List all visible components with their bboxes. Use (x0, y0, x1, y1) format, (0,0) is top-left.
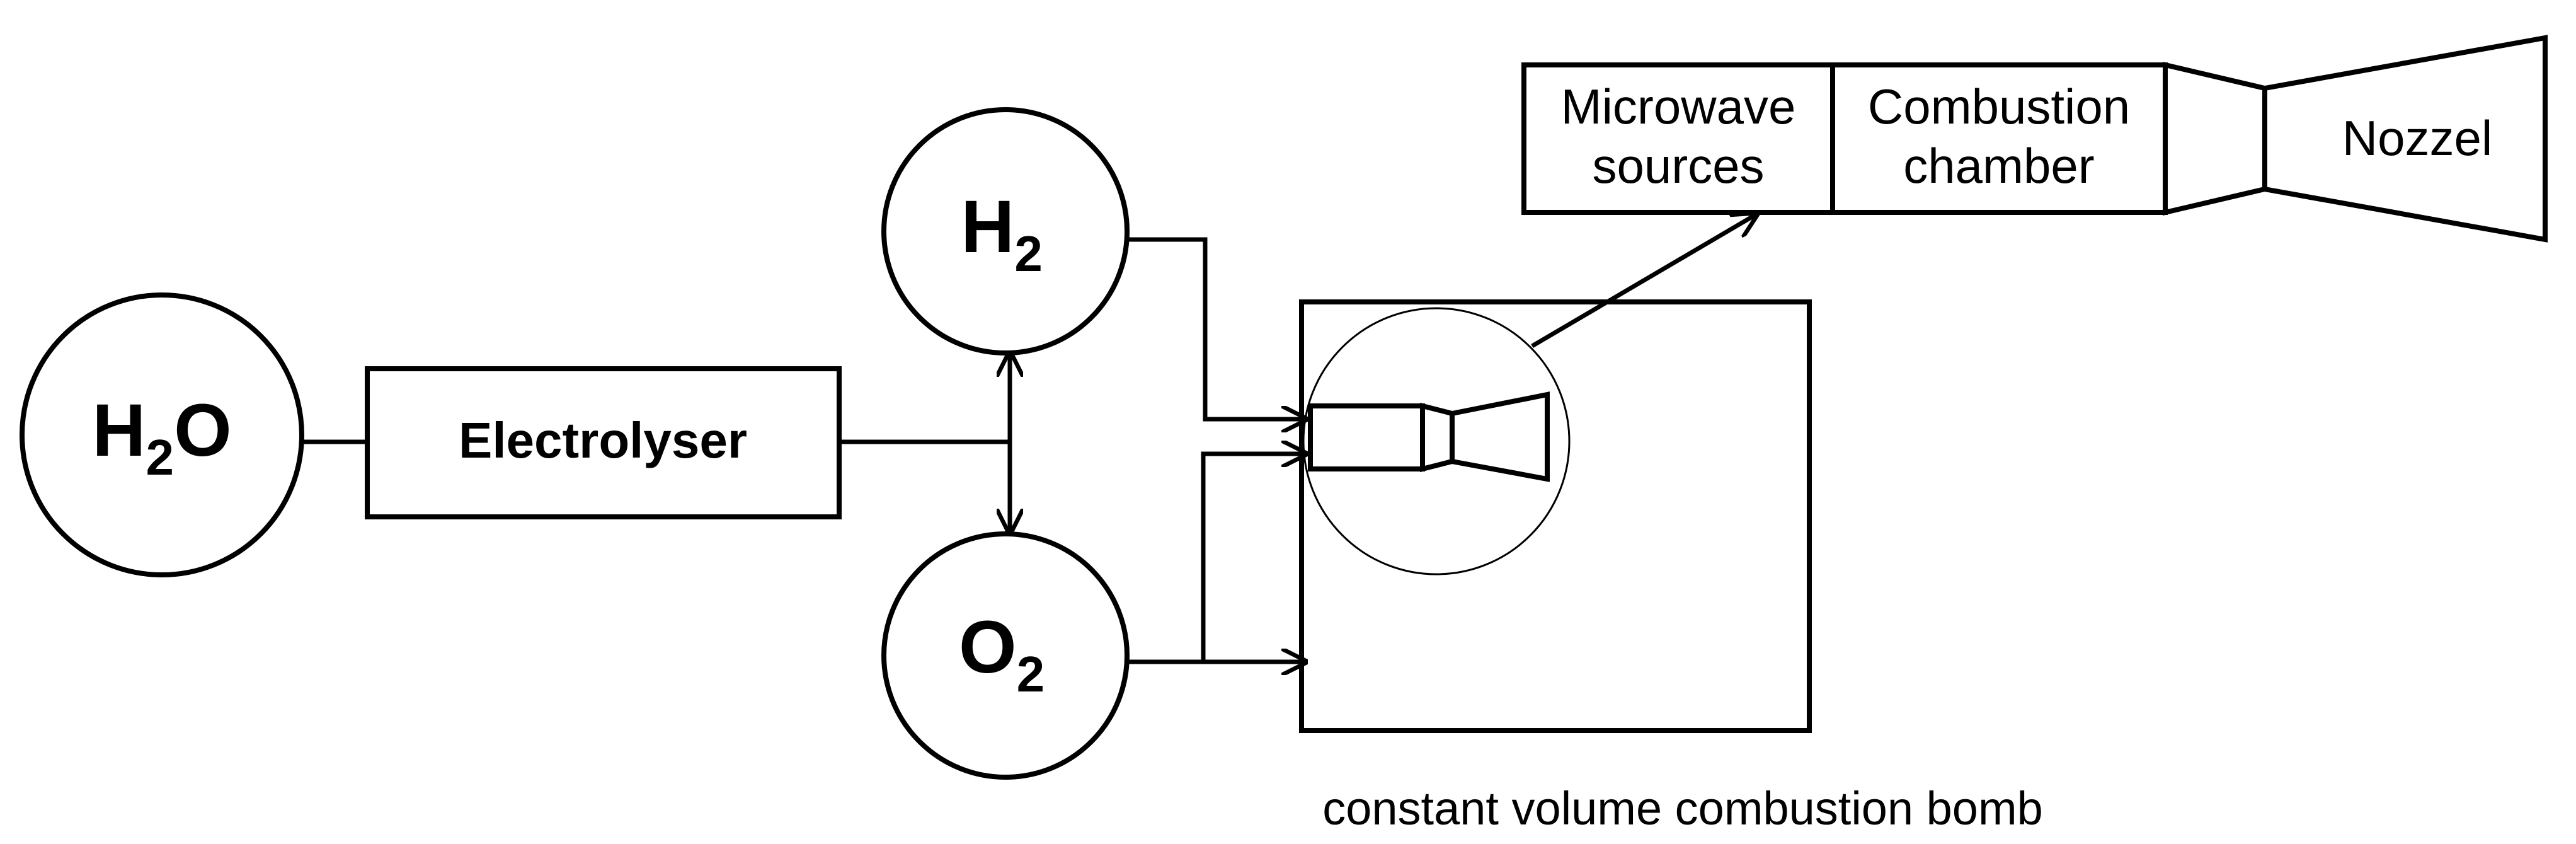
mini-chamber (1308, 403, 1425, 471)
oxygen-feed-line-thruster (1127, 454, 1305, 664)
mini-throat (1420, 402, 1455, 473)
microwave-label-line2: sources (1592, 138, 1764, 194)
detail-zoom-arrow (1531, 214, 1756, 349)
nozzle-label: Nozzel (2342, 110, 2492, 166)
hydrogen-feed-line (1127, 237, 1305, 419)
oxygen-node: O2 (881, 531, 1130, 780)
electrolyser-node: Electrolyser (365, 366, 842, 519)
microwave-label-line1: Microwave (1561, 79, 1796, 134)
mini-thruster-icon (1308, 391, 1550, 482)
mini-nozzle (1450, 391, 1550, 482)
water-circle (20, 292, 304, 577)
combustion-bomb-caption: constant volume combustion bomb (1322, 782, 2043, 835)
oxygen-circle (881, 531, 1130, 780)
hydrogen-label: H2 (961, 185, 1043, 282)
nozzle-bell (2262, 35, 2548, 243)
combustion-bomb-box (1299, 299, 1812, 733)
combustion-chamber-label-line2: chamber (1903, 138, 2094, 194)
nozzle-throat (2163, 61, 2267, 216)
combustion-chamber-label-line1: Combustion (1868, 79, 2130, 134)
electrolyser-label: Electrolyser (459, 412, 747, 468)
thruster-detail: Microwave sources Combustion chamber Noz… (1521, 35, 2548, 243)
hydrogen-node: H2 (881, 107, 1130, 356)
water-node: H2O (20, 292, 304, 577)
oxygen-label: O2 (959, 606, 1045, 702)
combustion-bomb (1299, 299, 1812, 733)
hydrogen-circle (881, 107, 1130, 356)
water-label: H2O (92, 389, 232, 485)
detail-magnifier-circle (1302, 307, 1571, 575)
